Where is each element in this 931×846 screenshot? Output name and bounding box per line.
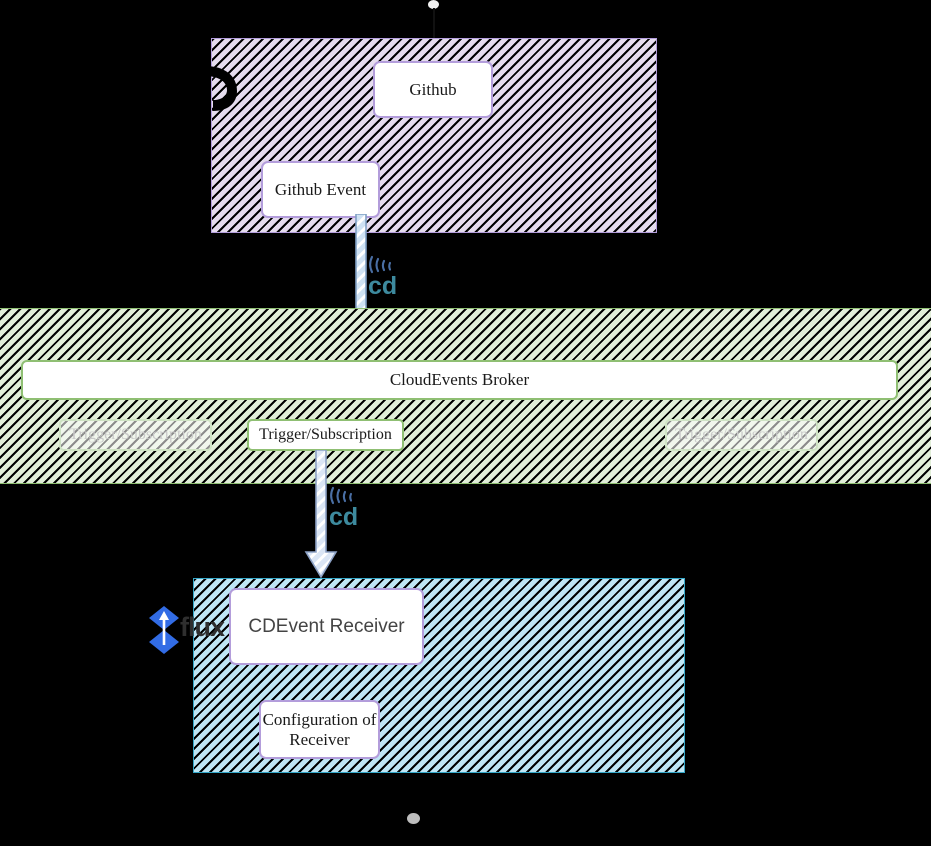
cdevents-logo: cd <box>364 255 400 300</box>
node-receiver-configuration-line1: Configuration of <box>262 709 377 729</box>
node-github-label: Github <box>409 79 457 99</box>
node-github-event[interactable]: Github Event <box>261 161 380 218</box>
flux-logo <box>148 605 180 655</box>
node-cloudevents-broker[interactable]: CloudEvents Broker <box>21 360 898 400</box>
node-trigger-subscription-right-label: Trigger/Subscription <box>675 425 808 443</box>
node-receiver-configuration[interactable]: Configuration of Receiver <box>259 700 380 759</box>
node-trigger-subscription-right[interactable]: Trigger/Subscription <box>665 419 818 451</box>
node-cdevent-receiver[interactable]: CDEvent Receiver <box>229 588 424 665</box>
node-trigger-subscription-center-label: Trigger/Subscription <box>259 425 392 443</box>
node-github[interactable]: Github <box>373 61 493 118</box>
cdevents-wordmark: cd <box>329 503 358 528</box>
cdevents-logo: cd <box>325 486 361 531</box>
arrow-trigger-to-receiver <box>303 450 339 580</box>
node-github-event-label: Github Event <box>274 179 367 199</box>
top-connector-line <box>433 8 435 40</box>
node-trigger-subscription-center[interactable]: Trigger/Subscription <box>247 419 404 451</box>
node-cdevent-receiver-label: CDEvent Receiver <box>248 615 405 637</box>
flux-wordmark: flux <box>180 612 225 642</box>
bottom-speck-artifact <box>407 813 420 824</box>
node-trigger-subscription-left-label: Trigger/Subscription <box>69 425 202 443</box>
node-receiver-configuration-line2: Receiver <box>289 729 350 749</box>
github-octocat-logo <box>203 62 239 112</box>
cdevents-wordmark: cd <box>368 272 397 297</box>
node-trigger-subscription-left[interactable]: Trigger/Subscription <box>59 419 212 451</box>
node-cloudevents-broker-label: CloudEvents Broker <box>389 370 530 390</box>
top-speck-artifact <box>428 0 439 9</box>
